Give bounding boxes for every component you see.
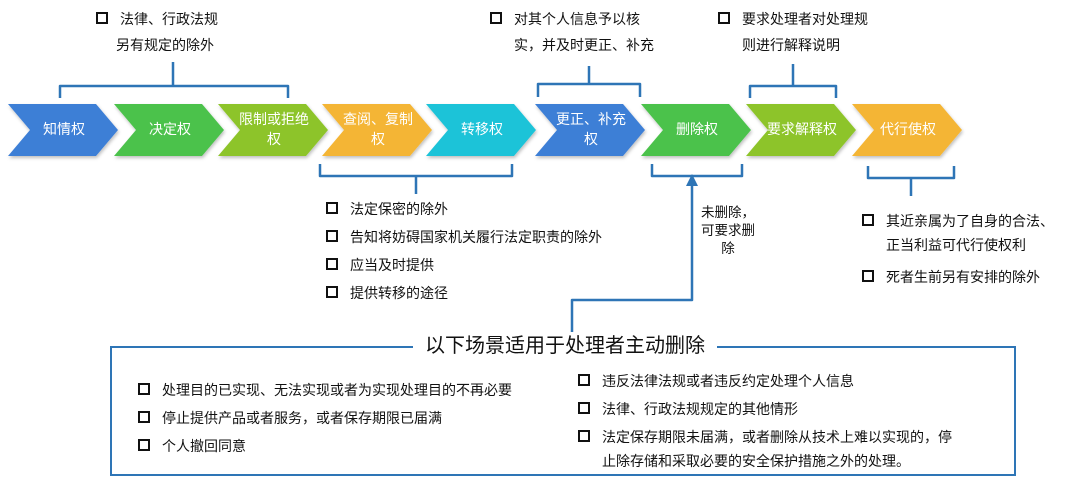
access-note-text: 提供转移的途径 bbox=[350, 286, 448, 302]
bracket-correction bbox=[536, 66, 642, 97]
note-explain-text-a: 要求处理者对处理规 bbox=[742, 12, 868, 28]
note-law-exception-line1: 法律、行政法规 bbox=[96, 8, 218, 32]
box-right-item-2: 法律、行政法规规定的其他情形 bbox=[578, 398, 798, 422]
access-note-text: 应当及时提供 bbox=[350, 258, 434, 274]
stage-label: 决定权 bbox=[149, 122, 191, 138]
stage-arrow bbox=[852, 104, 962, 156]
stage-label: 查阅、复制权 bbox=[343, 112, 413, 148]
note-law-exception-text-a: 法律、行政法规 bbox=[120, 12, 218, 28]
stage-arrow bbox=[218, 104, 328, 156]
access-note-text: 告知将妨碍国家机关履行法定职责的除外 bbox=[350, 230, 602, 246]
proxy-note-2: 死者生前另有安排的除外 bbox=[862, 266, 1040, 290]
bullet-icon bbox=[326, 286, 338, 298]
access-note-3: 应当及时提供 bbox=[326, 254, 434, 278]
bullet-icon bbox=[96, 12, 108, 24]
access-note-1: 法定保密的除外 bbox=[326, 198, 448, 222]
bullet-icon bbox=[578, 402, 590, 414]
stage-arrow bbox=[426, 104, 536, 156]
note-verify-text-b: 实，并及时更正、补充 bbox=[514, 38, 654, 54]
note-law-exception-line2: 另有规定的除外 bbox=[116, 34, 214, 58]
box-item-text: 法律、行政法规规定的其他情形 bbox=[602, 402, 798, 418]
bullet-icon bbox=[326, 202, 338, 214]
stage-arrow bbox=[114, 104, 224, 156]
access-note-4: 提供转移的途径 bbox=[326, 282, 448, 306]
note-law-exception-text-b: 另有规定的除外 bbox=[116, 38, 214, 54]
bracket-explanation bbox=[748, 64, 838, 98]
proxy-note-text-b: 正当利益可代行使权利 bbox=[886, 238, 1026, 254]
bullet-icon bbox=[326, 230, 338, 242]
stage-arrow bbox=[641, 104, 751, 156]
stage-arrow bbox=[535, 104, 645, 156]
stage-label: 要求解释权 bbox=[767, 122, 837, 138]
bullet-icon bbox=[718, 12, 730, 24]
box-left-item-3: 个人撤回同意 bbox=[138, 435, 246, 459]
bracket-proxy bbox=[866, 166, 956, 196]
delete-side-note: 未删除，可要求删除 bbox=[701, 205, 755, 257]
stage-arrow bbox=[746, 104, 856, 156]
note-verify-line2: 实，并及时更正、补充 bbox=[514, 34, 654, 58]
access-note-2: 告知将妨碍国家机关履行法定职责的除外 bbox=[326, 226, 602, 250]
note-explain-line2: 则进行解释说明 bbox=[742, 34, 840, 58]
stage-label: 限制或拒绝权 bbox=[239, 112, 309, 148]
bullet-icon bbox=[862, 270, 874, 282]
note-explain-line1: 要求处理者对处理规 bbox=[718, 8, 868, 32]
box-left-item-2: 停止提供产品或者服务，或者保存期限已届满 bbox=[138, 407, 442, 431]
delete-connector-arrowhead bbox=[686, 174, 698, 186]
box-item-text-a: 法定保存期限未届满，或者删除从技术上难以实现的，停 bbox=[602, 430, 952, 446]
bullet-icon bbox=[138, 439, 150, 451]
stage-arrow bbox=[322, 104, 432, 156]
box-right-item-3: 法定保存期限未届满，或者删除从技术上难以实现的，停 止除存储和采取必要的安全保护… bbox=[578, 426, 1008, 474]
stage-label: 知情权 bbox=[43, 122, 85, 138]
box-item-text-b: 止除存储和采取必要的安全保护措施之外的处理。 bbox=[602, 454, 910, 470]
stage-label: 代行使权 bbox=[880, 122, 936, 138]
proxy-note-text: 死者生前另有安排的除外 bbox=[886, 270, 1040, 286]
active-deletion-title: 以下场景适用于处理者主动删除 bbox=[413, 332, 717, 358]
note-verify-line1: 对其个人信息予以核 bbox=[490, 8, 640, 32]
bullet-icon bbox=[138, 383, 150, 395]
proxy-note-text-a: 其近亲属为了自身的合法、 bbox=[886, 214, 1054, 230]
access-note-text: 法定保密的除外 bbox=[350, 202, 448, 218]
bullet-icon bbox=[490, 12, 502, 24]
stage-arrow bbox=[8, 104, 118, 156]
box-right-item-1: 违反法律法规或者违反约定处理个人信息 bbox=[578, 370, 854, 394]
stage-label: 删除权 bbox=[676, 122, 718, 138]
bracket-access-transfer bbox=[318, 164, 514, 194]
bullet-icon bbox=[578, 430, 590, 442]
box-item-text: 违反法律法规或者违反约定处理个人信息 bbox=[602, 374, 854, 390]
box-left-item-1: 处理目的已实现、无法实现或者为实现处理目的不再必要 bbox=[138, 379, 512, 403]
bracket-deletion bbox=[650, 164, 744, 178]
note-explain-text-b: 则进行解释说明 bbox=[742, 38, 840, 54]
box-item-text: 停止提供产品或者服务，或者保存期限已届满 bbox=[162, 411, 442, 427]
bracket-law-exception bbox=[58, 62, 290, 98]
bullet-icon bbox=[578, 374, 590, 386]
note-verify-text-a: 对其个人信息予以核 bbox=[514, 12, 640, 28]
box-item-text: 处理目的已实现、无法实现或者为实现处理目的不再必要 bbox=[162, 383, 512, 399]
stage-label: 更正、补充权 bbox=[556, 112, 626, 148]
bullet-icon bbox=[862, 214, 874, 226]
box-item-text: 个人撤回同意 bbox=[162, 439, 246, 455]
proxy-note-1: 其近亲属为了自身的合法、 正当利益可代行使权利 bbox=[862, 210, 1062, 258]
stage-label: 转移权 bbox=[461, 122, 503, 138]
delete-connector bbox=[570, 182, 694, 346]
bullet-icon bbox=[326, 258, 338, 270]
bullet-icon bbox=[138, 411, 150, 423]
